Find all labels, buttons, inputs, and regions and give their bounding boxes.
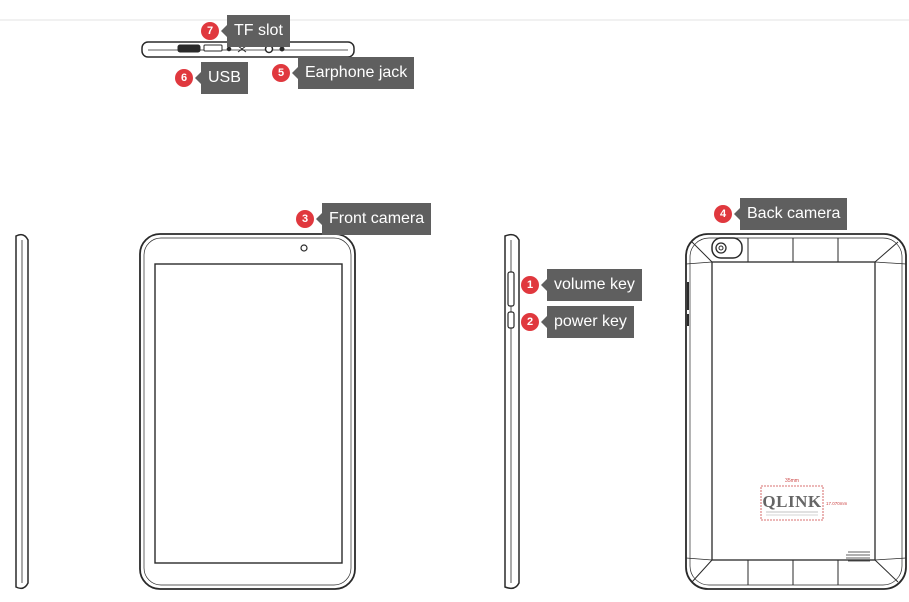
mic-hole-icon xyxy=(226,46,232,52)
top-edge-view xyxy=(141,41,355,58)
left-side-view xyxy=(15,233,29,590)
callout-label: power key xyxy=(541,306,634,338)
callout-badge: 5 xyxy=(272,64,290,82)
qlink-logo: QLINK 35mm 17.070mm xyxy=(760,478,848,521)
front-screen xyxy=(154,263,343,564)
callout-label: volume key xyxy=(541,269,642,301)
callout-badge: 3 xyxy=(296,210,314,228)
tf-slot-icon xyxy=(203,44,223,52)
front-view xyxy=(139,233,356,590)
volume-key-icon xyxy=(507,271,515,307)
right-side-view xyxy=(504,233,520,590)
speaker-grille-icon xyxy=(846,551,870,562)
front-camera-icon xyxy=(300,244,308,252)
back-view xyxy=(685,233,907,590)
callout-tf-slot: 7 TF slot xyxy=(201,15,290,47)
power-key-icon xyxy=(507,311,515,329)
logo-brand: QLINK xyxy=(762,492,821,511)
usb-port-icon xyxy=(177,44,201,53)
callout-badge: 4 xyxy=(714,205,732,223)
callout-earphone-jack: 5 Earphone jack xyxy=(272,57,415,89)
callout-label: TF slot xyxy=(221,15,290,47)
callout-badge: 7 xyxy=(201,22,219,40)
callout-power-key: 2 power key xyxy=(521,306,634,338)
callout-label: USB xyxy=(195,62,248,94)
callout-volume-key: 1 volume key xyxy=(521,269,642,301)
callout-label: Earphone jack xyxy=(291,57,415,89)
callout-front-camera: 3 Front camera xyxy=(296,203,432,235)
callout-label: Back camera xyxy=(733,198,848,230)
callout-label: Front camera xyxy=(315,203,432,235)
logo-width-dim: 35mm xyxy=(785,478,799,484)
callout-badge: 2 xyxy=(521,313,539,331)
logo-height-dim: 17.070mm xyxy=(826,501,848,506)
callout-usb: 6 USB xyxy=(175,62,248,94)
callout-badge: 1 xyxy=(521,276,539,294)
callout-back-camera: 4 Back camera xyxy=(714,198,848,230)
callout-badge: 6 xyxy=(175,69,193,87)
